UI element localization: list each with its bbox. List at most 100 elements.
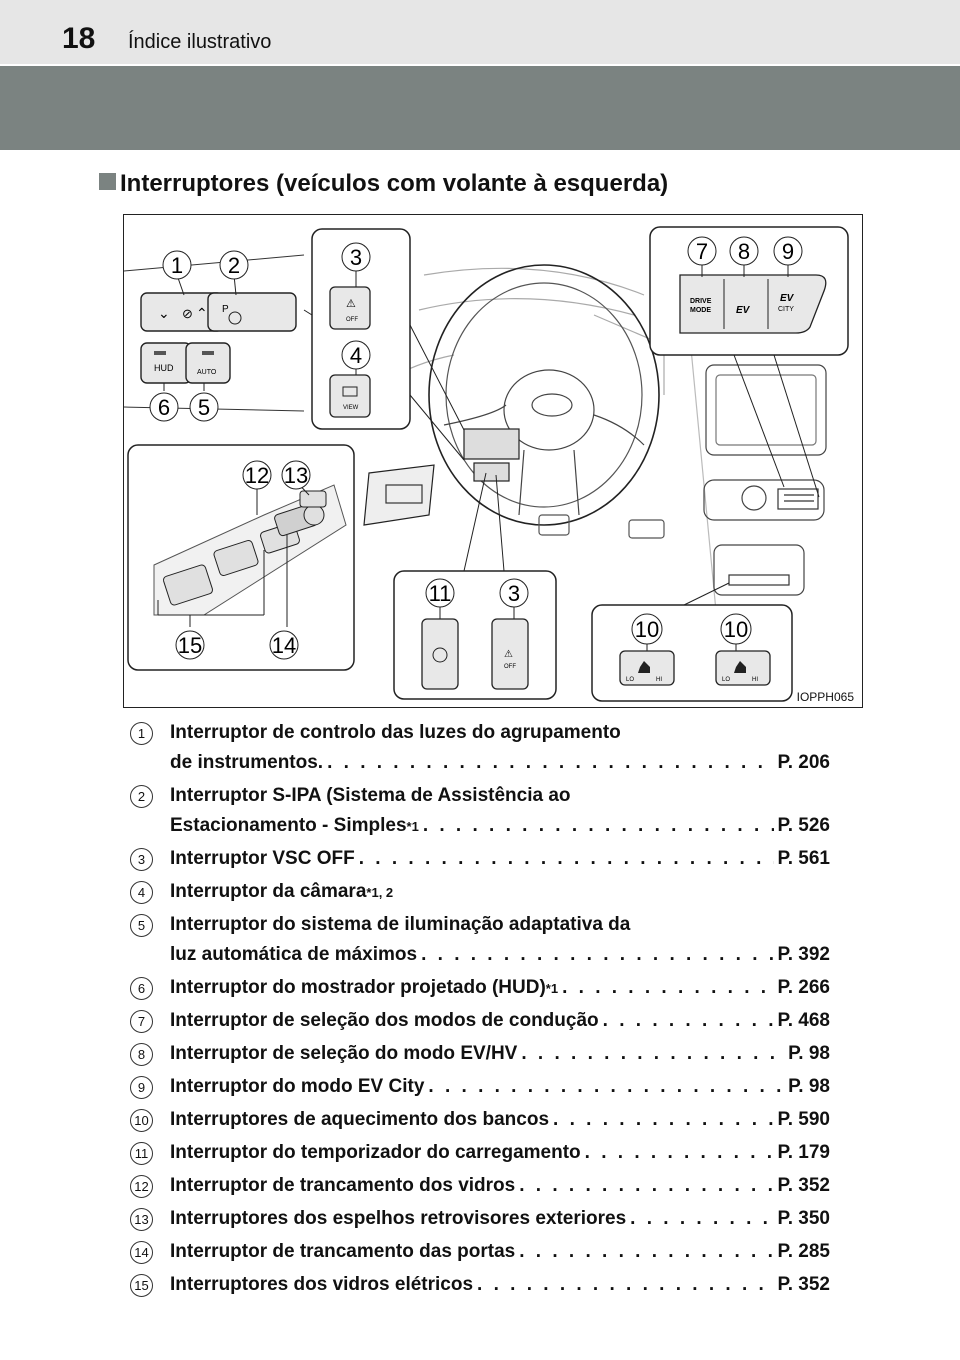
- page-reference-link[interactable]: P. 526: [777, 815, 830, 836]
- steering-wheel: [428, 264, 660, 526]
- item-number: 11: [130, 1142, 153, 1165]
- svg-text:12: 12: [245, 463, 269, 488]
- svg-text:2: 2: [228, 253, 240, 278]
- page-reference-link[interactable]: P. 350: [777, 1208, 830, 1229]
- item-number: 14: [130, 1241, 153, 1264]
- svg-text:15: 15: [178, 633, 202, 658]
- svg-text:⊘: ⊘: [182, 306, 193, 321]
- svg-text:9: 9: [782, 239, 794, 264]
- page-reference-link[interactable]: P. 392: [777, 944, 830, 965]
- svg-text:LO: LO: [722, 677, 730, 683]
- item-label: Interruptor do modo EV City: [170, 1076, 425, 1097]
- item-number: 1: [130, 722, 153, 745]
- svg-text:AUTO: AUTO: [197, 369, 217, 376]
- leader-dots: [603, 1006, 774, 1036]
- list-item: 15 Interruptores dos vidros elétricos P. 3…: [130, 1270, 830, 1300]
- leader-dots: [630, 1204, 773, 1234]
- svg-text:4: 4: [350, 343, 362, 368]
- panel-left-cluster: ⌄ ⊘ ⌃ P HUD AUTO: [124, 233, 306, 423]
- item-label: Interruptor S-IPA (Sistema de Assistênci…: [170, 785, 571, 806]
- callout-group-f: 10 10: [631, 613, 752, 645]
- page-reference-link[interactable]: P. 285: [777, 1241, 830, 1262]
- callout-group-e: 11 3: [425, 578, 529, 608]
- item-label: Interruptor do sistema de iluminação ada…: [170, 914, 631, 935]
- page-reference-link[interactable]: P. 468: [777, 1010, 830, 1031]
- callout-group-a: 1 2 5 6: [149, 250, 249, 422]
- svg-text:DRIVE: DRIVE: [690, 298, 712, 305]
- item-number: 9: [130, 1076, 153, 1099]
- item-label: Interruptor do temporizador do carregame…: [170, 1142, 581, 1163]
- callout-group-d: 12 13 14 15: [175, 460, 311, 660]
- page-reference-link[interactable]: P. 590: [777, 1109, 830, 1130]
- item-label: Estacionamento - Simples: [170, 815, 407, 836]
- item-number: 5: [130, 914, 153, 937]
- svg-text:LO: LO: [626, 677, 634, 683]
- svg-text:7: 7: [696, 239, 708, 264]
- svg-text:13: 13: [284, 463, 308, 488]
- list-item: 14 Interruptor de trancamento das portas P…: [130, 1237, 830, 1267]
- page-reference-link[interactable]: P. 266: [777, 977, 830, 998]
- leader-dots: [585, 1138, 774, 1168]
- svg-text:3: 3: [508, 581, 520, 606]
- page-reference-link[interactable]: P. 352: [777, 1175, 830, 1196]
- section-title: Interruptores (veículos com volante à es…: [99, 170, 668, 198]
- figure-code: IOPPH065: [796, 690, 854, 704]
- page-reference-link[interactable]: P. 98: [788, 1043, 830, 1064]
- item-label: Interruptor de trancamento dos vidros: [170, 1175, 516, 1196]
- svg-text:10: 10: [724, 617, 748, 642]
- list-item: 11 Interruptor do temporizador do carrega…: [130, 1138, 830, 1168]
- item-number: 13: [130, 1208, 153, 1231]
- svg-text:⚠: ⚠: [504, 649, 513, 660]
- page-reference-link[interactable]: P. 561: [777, 848, 830, 869]
- svg-text:11: 11: [429, 581, 452, 606]
- item-number: 4: [130, 881, 153, 904]
- leader-dots: [428, 1072, 784, 1102]
- svg-text:MODE: MODE: [690, 307, 711, 314]
- item-number: 2: [130, 785, 153, 808]
- list-item: 9 Interruptor do modo EV City P. 98: [130, 1072, 830, 1102]
- callout-group-c: 7 8 9: [687, 236, 803, 266]
- panel-vsc-camera: ⚠ OFF VIEW: [303, 228, 465, 461]
- leader-dots: [423, 811, 774, 841]
- leader-dots: [521, 1039, 784, 1069]
- leader-dots: [421, 940, 773, 970]
- item-label: luz automática de máximos: [170, 944, 418, 965]
- svg-text:6: 6: [158, 395, 170, 420]
- svg-text:OFF: OFF: [504, 664, 516, 670]
- item-label: Interruptores dos vidros elétricos: [170, 1274, 474, 1295]
- item-number: 15: [130, 1274, 153, 1297]
- switch-illustration: ⌄ ⊘ ⌃ P HUD AUTO 1 2 5 6 ⚠ OFF VIEW: [123, 214, 863, 708]
- page-reference-link[interactable]: P. 352: [777, 1274, 830, 1295]
- item-label: Interruptor de seleção dos modos de cond…: [170, 1010, 599, 1031]
- svg-text:5: 5: [198, 395, 210, 420]
- panel-seat-heaters: LO HI LO HI: [591, 582, 793, 702]
- item-label: Interruptores dos espelhos retrovisores …: [170, 1208, 627, 1229]
- page-reference-link[interactable]: P. 206: [777, 752, 830, 773]
- leader-dots: [359, 844, 774, 874]
- svg-text:1: 1: [171, 253, 183, 278]
- svg-text:HUD: HUD: [154, 363, 174, 373]
- item-label: Interruptor de trancamento das portas: [170, 1241, 516, 1262]
- list-item: 7 Interruptor de seleção dos modos de con…: [130, 1006, 830, 1036]
- item-number: 10: [130, 1109, 153, 1132]
- leader-dots: [519, 1237, 773, 1267]
- svg-text:CITY: CITY: [778, 306, 794, 313]
- list-item: 2 Interruptor S-IPA (Sistema de Assistênc…: [130, 781, 830, 841]
- svg-text:14: 14: [272, 633, 296, 658]
- page-reference-link[interactable]: P. 98: [788, 1076, 830, 1097]
- page-reference-link[interactable]: P. 179: [777, 1142, 830, 1163]
- panel-door-switches: [127, 444, 355, 671]
- header-bar: [0, 0, 960, 64]
- leader-dots: [327, 748, 773, 778]
- item-number: 7: [130, 1010, 153, 1033]
- leader-dots: [562, 973, 773, 1003]
- item-number: 6: [130, 977, 153, 1000]
- svg-text:HI: HI: [752, 677, 758, 683]
- svg-text:⌃: ⌃: [196, 305, 208, 321]
- svg-text:OFF: OFF: [346, 317, 358, 323]
